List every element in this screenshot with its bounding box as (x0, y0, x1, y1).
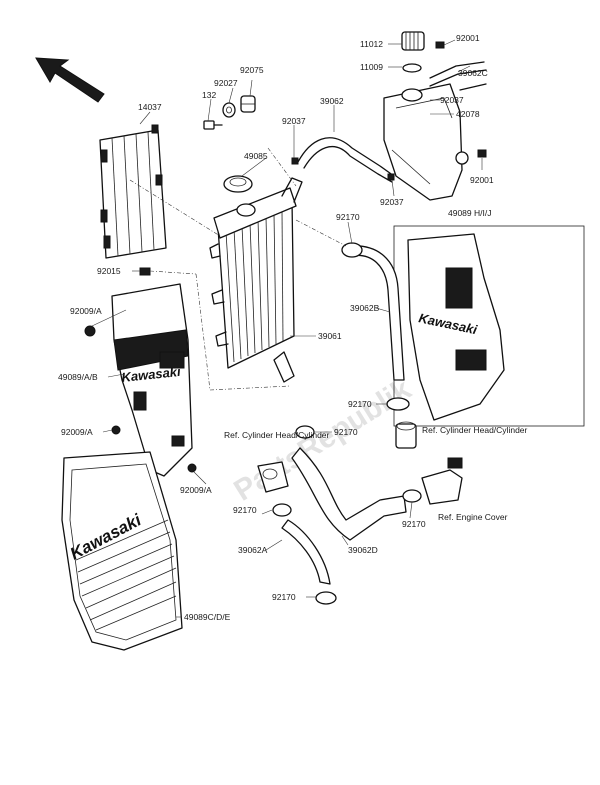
bolt-92009-a-1 (84, 325, 96, 337)
clamp-92170-d (402, 489, 422, 503)
label-92001-top: 92001 (456, 33, 480, 43)
label-92170-a: 92170 (336, 212, 360, 222)
leader-lines (91, 39, 483, 618)
label-132: 132 (202, 90, 216, 100)
label-92170-d: 92170 (233, 505, 257, 515)
radiator-shroud-49089-a-b: Kawasaki (111, 283, 193, 477)
shroud-louver-14037 (99, 124, 167, 259)
label-39062c: 39062C (458, 68, 488, 78)
label-92170-f: 92170 (272, 592, 296, 602)
brand-logo-left-shroud: Kawasaki (121, 364, 182, 385)
label-14037: 14037 (138, 102, 162, 112)
label-39062: 39062 (320, 96, 344, 106)
collar-92027 (222, 102, 236, 118)
label-39062d: 39062D (348, 545, 378, 555)
label-92009-a-2: 92009/A (61, 427, 93, 437)
label-49085: 49085 (244, 151, 268, 161)
fitting-cylinder-right (395, 421, 417, 449)
fitting-cylinder-left (257, 461, 289, 493)
hose-39062a (281, 519, 331, 585)
grommet-92015 (139, 267, 151, 276)
label-39062a: 39062A (238, 545, 268, 555)
radiator-cap-49085 (223, 175, 253, 193)
clamp-92170-a (341, 242, 363, 258)
clamp-92170-b (386, 397, 410, 411)
fitting-engine-cover (421, 457, 463, 505)
label-11009: 11009 (360, 62, 383, 72)
label-92037-c: 92037 (282, 116, 306, 126)
hose-39062b (349, 245, 405, 381)
bolt-92009-a-2 (111, 425, 121, 435)
hose-39062d (291, 447, 407, 541)
damper-92075 (240, 95, 256, 113)
label-39061: 39061 (318, 331, 342, 341)
label-92037-b: 92037 (380, 197, 404, 207)
clamp-92170-f (315, 591, 337, 605)
label-92027: 92027 (214, 78, 238, 88)
label-92001-b: 92001 (470, 175, 494, 185)
hose-end (459, 83, 487, 91)
bolt-92001-top (435, 41, 445, 49)
reservoir-cap-11012 (401, 31, 425, 51)
label-92170-e: 92170 (402, 519, 426, 529)
label-92009-a-3: 92009/A (180, 485, 212, 495)
ref-cylinder-head-right: Ref. Cylinder Head/Cylinder (422, 425, 528, 435)
part-labels: 11012 92001 11009 39062C 92037 42078 920… (58, 33, 528, 622)
label-92009-a-1: 92009/A (70, 306, 102, 316)
bolt-92001-lower (477, 149, 487, 158)
label-92075: 92075 (240, 65, 264, 75)
bolt-132 (203, 120, 223, 130)
label-92170-c: 92170 (334, 427, 358, 437)
label-49089-h-i-j: 49089 H/I/J (448, 208, 491, 218)
label-11012: 11012 (360, 39, 383, 49)
clamp-92170-e (272, 503, 292, 517)
label-42078: 42078 (456, 109, 480, 119)
label-92170-b: 92170 (348, 399, 372, 409)
overflow-hose-39062 (291, 137, 395, 183)
ref-cylinder-head-left: Ref. Cylinder Head/Cylinder (224, 430, 330, 440)
radiator-shroud-49089c-d-e: Kawasaki (61, 451, 183, 651)
seal-11009 (402, 63, 422, 73)
front-direction-arrow-icon (35, 57, 105, 103)
label-49089-a-b: 49089/A/B (58, 372, 98, 382)
reservoir-tank-42078 (383, 83, 469, 201)
label-49089c-d-e: 49089C/D/E (184, 612, 231, 622)
label-92037-a: 92037 (440, 95, 464, 105)
label-39062b: 39062B (350, 303, 380, 313)
radiator-shroud-49089-h-i-j: Kawasaki (393, 225, 585, 427)
bolt-92009-a-3 (187, 463, 197, 473)
radiator-39061 (209, 177, 303, 383)
label-92015: 92015 (97, 266, 121, 276)
hose-39062c (429, 61, 487, 87)
ref-engine-cover: Ref. Engine Cover (438, 512, 508, 522)
